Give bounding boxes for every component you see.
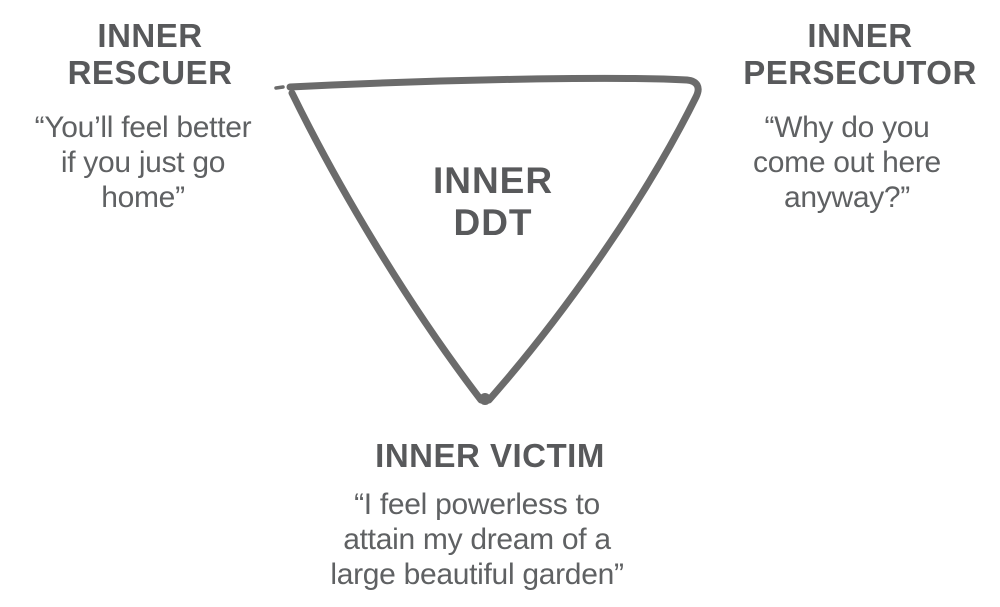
inner-victim-quote-line-1: “I feel powerless to	[354, 488, 600, 521]
inner-persecutor-heading-line-1: INNER	[807, 17, 913, 54]
inner-rescuer-heading-line-2: RESCUER	[67, 54, 233, 91]
triangle-apex	[479, 393, 491, 405]
inner-persecutor-quote-line-3: anyway?”	[784, 181, 910, 214]
inner-ddt-center-label: INNER DDT	[393, 160, 593, 244]
inner-rescuer-heading-line-1: INNER	[97, 17, 203, 54]
inner-ddt-center-label-line-1: INNER	[432, 160, 554, 201]
triangle-left-edge	[288, 89, 485, 404]
inner-victim-quote-line-2: attain my dream of a	[343, 523, 611, 556]
triangle-pen-start-dash	[274, 85, 285, 90]
inner-victim-heading: INNER VICTIM	[340, 437, 640, 474]
inner-rescuer-quote-line-2: if you just go	[60, 146, 226, 179]
inner-rescuer-heading: INNER RESCUER	[10, 17, 290, 91]
inner-persecutor-quote: “Why do you come out here anyway?”	[707, 110, 987, 215]
inner-persecutor-heading-line-2: PERSECUTOR	[743, 54, 977, 91]
inner-rescuer-quote: “You’ll feel better if you just go home”	[3, 110, 283, 215]
triangle-top-and-right-edge	[286, 74, 702, 404]
inner-ddt-center-label-line-2: DDT	[453, 202, 533, 243]
inner-victim-quote: “I feel powerless to attain my dream of …	[297, 487, 657, 592]
inner-persecutor-heading: INNER PERSECUTOR	[720, 17, 1000, 91]
inner-victim-heading-line-1: INNER VICTIM	[375, 437, 605, 474]
inner-persecutor-quote-line-2: come out here	[753, 146, 941, 179]
inner-rescuer-quote-line-3: home”	[101, 181, 185, 214]
inner-persecutor-quote-line-1: “Why do you	[764, 111, 930, 144]
inner-victim-quote-line-3: large beautiful garden”	[330, 558, 624, 591]
inner-rescuer-quote-line-1: “You’ll feel better	[34, 111, 252, 144]
